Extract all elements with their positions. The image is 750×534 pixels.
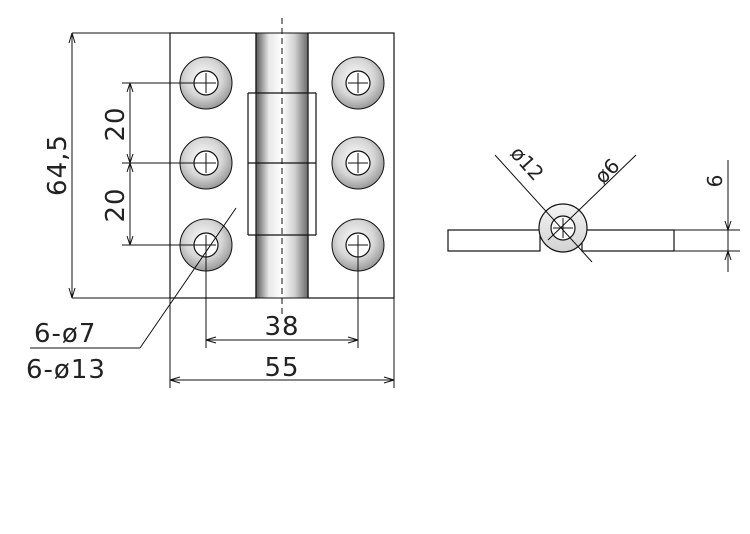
side-leaf-right — [581, 229, 675, 252]
hole-callout-leader — [30, 207, 237, 349]
pin-crosshair — [553, 218, 573, 238]
hole-pitch-dimension-lines — [122, 82, 206, 246]
hole-callout-through: 6-ø7 — [34, 319, 96, 349]
hole-spacing-dimension-lines — [205, 245, 359, 348]
hole-callout-countersink: 6-ø13 — [26, 355, 106, 385]
overall-width-label: 55 — [264, 353, 299, 383]
height-dimension-lines — [68, 32, 170, 299]
side-leaf-left — [447, 229, 541, 252]
width-dimension-lines — [169, 298, 395, 388]
pin-diameter-label: ø6 — [590, 154, 625, 189]
knuckle-diameter-label: ø12 — [506, 141, 549, 185]
thickness-dimension-lines — [674, 160, 740, 272]
leaf-thickness-label: 6 — [703, 175, 727, 188]
overall-height-label: 64,5 — [43, 134, 73, 196]
side-view: ø12 ø6 6 — [447, 141, 740, 272]
diameter-leader-outer — [494, 154, 593, 263]
hole-spacing-label: 38 — [264, 312, 299, 342]
front-view: 64,5 20 20 38 55 6-ø7 6-ø13 — [26, 18, 395, 388]
diameter-leader-pin — [547, 154, 637, 241]
hole-pitch-label-lower: 20 — [101, 187, 131, 222]
hole-pitch-label-upper: 20 — [101, 106, 131, 141]
